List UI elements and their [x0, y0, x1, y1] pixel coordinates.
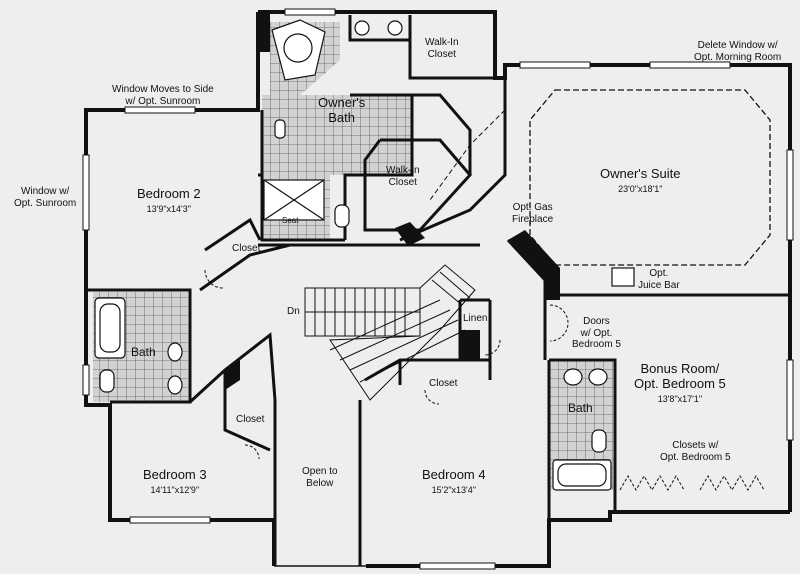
bonus-room-name: Bonus Room/ Opt. Bedroom 5 [634, 361, 726, 391]
owners-suite-dim: 23'0"x18'1" [618, 183, 663, 194]
closets-opt-note: Closets w/ Opt. Bedroom 5 [660, 440, 731, 463]
morning-room-outline [429, 109, 506, 201]
bedroom3-dim: 14'11"x12'9" [150, 484, 200, 495]
windows [82, 8, 794, 570]
stairs [304, 264, 476, 401]
window-sunroom-note: Window w/ Opt. Sunroom [14, 186, 77, 209]
bedroom2-dim: 13'9"x14'3" [146, 203, 191, 214]
owners-bath-label: Owner's Bath [318, 95, 366, 125]
window-moves-note: Window Moves to Side w/ Opt. Sunroom [112, 84, 214, 107]
closet-bedroom4-label: Closet [429, 378, 458, 389]
bedroom4-label: Bedroom 4 15'2"x13'4" [422, 467, 486, 495]
closet-bedroom3-label: Closet [236, 414, 265, 425]
tray-ceiling [529, 89, 771, 266]
fixtures [94, 19, 635, 491]
delete-window-note: Delete Window w/ Opt. Morning Room [694, 40, 782, 63]
bonus-room-dim: 13'8"x17'1" [657, 393, 703, 404]
bedroom3-label: Bedroom 3 14'11"x12'9" [143, 467, 207, 495]
seat-label: Seat [282, 216, 299, 225]
stair-down-label: Dn [287, 306, 300, 317]
bedroom3-name: Bedroom 3 [143, 467, 207, 482]
bedroom2-name: Bedroom 2 [137, 186, 201, 201]
wall-solids [225, 12, 560, 390]
doors-opt-note: Doors w/ Opt. Bedroom 5 [572, 316, 621, 350]
bath-right-label: Bath [568, 401, 593, 415]
owners-suite-label: Owner's Suite 23'0"x18'1" [600, 166, 681, 194]
bedroom2-label: Bedroom 2 13'9"x14'3" [137, 186, 201, 214]
owners-suite-name: Owner's Suite [600, 166, 681, 181]
walk-in-closet-mid-label: Walk-In Closet [386, 165, 420, 188]
bath-left-label: Bath [131, 345, 156, 359]
closet-bedroom2-label: Closet [232, 243, 261, 254]
gas-fireplace-note: Opt. Gas Fireplace [512, 202, 554, 225]
linen-label: Linen [463, 313, 488, 324]
open-to-below-label: Open to Below [302, 466, 338, 489]
bedroom4-dim: 15'2"x13'4" [431, 484, 476, 495]
walk-in-closet-top-label: Walk-In Closet [425, 37, 459, 60]
juice-bar-note: Opt. Juice Bar [638, 268, 680, 291]
bedroom4-name: Bedroom 4 [422, 467, 486, 482]
door-swings [204, 269, 765, 492]
bonus-room-label: Bonus Room/ Opt. Bedroom 5 13'8"x17'1" [634, 361, 726, 404]
